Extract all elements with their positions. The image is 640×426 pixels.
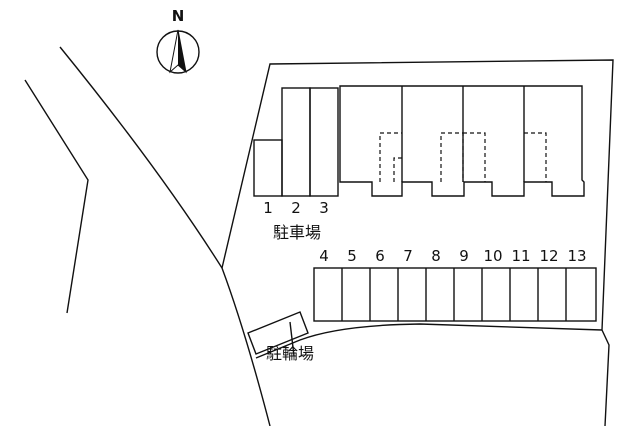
site-boundary [221,59,614,426]
parking-number: 9 [459,247,469,265]
balcony-outline [440,132,486,182]
parking-number: 4 [319,247,329,265]
balcony-outline [524,132,547,182]
parking-space-1 [253,139,283,197]
parking-number: 12 [539,247,559,265]
parking-space-row [313,267,597,322]
apartment-building [339,85,585,197]
parking-number: 7 [403,247,413,265]
bicycle-parking-area [247,311,309,355]
bicycle-parking-label: 駐輪場 [266,344,315,363]
parking-number: 5 [347,247,357,265]
parking-space-3 [309,87,339,197]
parking-space-2 [281,87,311,197]
parking-label: 駐車場 [273,223,322,242]
parking-number: 3 [319,199,329,217]
road-edge-left [24,79,89,314]
bicycle-parking-leader [289,321,295,357]
parking-number: 10 [483,247,503,265]
parking-number: 13 [567,247,587,265]
parking-number: 2 [291,199,301,217]
parking-number: 11 [511,247,531,265]
north-arrow-icon [156,29,200,74]
road-edge-right [59,46,271,426]
parking-number: 6 [375,247,385,265]
compass-north-label: N [171,7,185,25]
balcony-outline [379,132,402,182]
parking-number: 1 [263,199,273,217]
parking-number: 8 [431,247,441,265]
